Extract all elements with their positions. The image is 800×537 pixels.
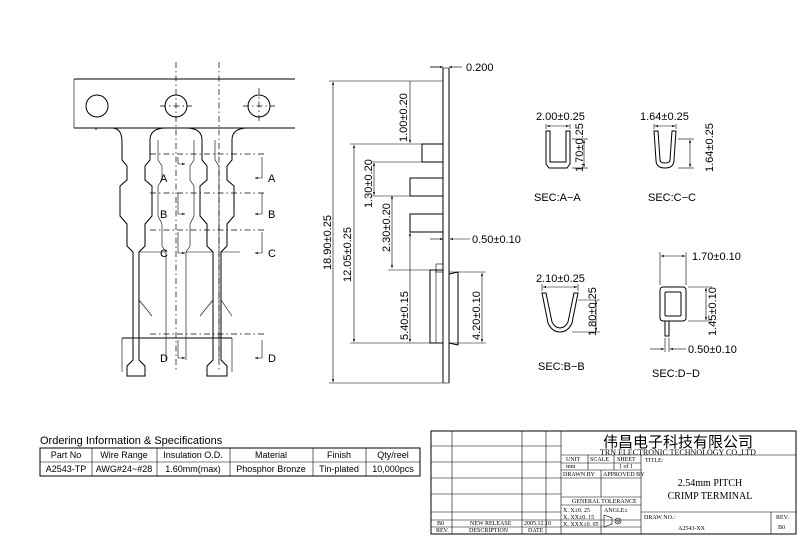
spec-header: Insulation O.D. xyxy=(163,450,223,460)
projection-symbol-icon xyxy=(603,514,622,528)
sec-aa-height: 1.70±0.25 xyxy=(574,123,586,172)
section-label-right: B xyxy=(268,209,275,221)
pilot-hole xyxy=(85,94,109,118)
dim-0200: 0.200 xyxy=(466,62,494,74)
dim-top: 1.00±0.20 xyxy=(398,93,410,142)
section-aa: 2.00±0.25 1.70±0.25 SEC:A−A xyxy=(534,111,588,204)
date-header: DATE xyxy=(528,528,544,534)
sec-cc-height: 1.64±0.25 xyxy=(704,123,716,172)
spec-cell: A2543-TP xyxy=(46,464,87,474)
dim-total: 18.90±0.25 xyxy=(322,215,334,270)
desc-header: DESCRIPTION xyxy=(469,528,509,534)
company-name-cn: 伟昌电子科技有限公司 xyxy=(603,434,753,451)
section-label-left: D xyxy=(160,353,168,365)
section-label-right: A xyxy=(268,173,276,185)
draw-no-label: DRAW NO.: xyxy=(644,515,675,521)
title-block: 伟昌电子科技有限公司 TRN ELECTRONIC TECHNOLOGY CO.… xyxy=(430,430,797,535)
dim-050: 0.50±0.10 xyxy=(472,234,521,246)
unit-value: mm xyxy=(566,464,576,470)
drawing-title-1: 2.54mm PITCH xyxy=(678,478,742,489)
spec-title: Ordering Information & Specifications xyxy=(40,435,223,447)
sheet-value: 1 of 1 xyxy=(619,463,633,470)
sec-dd-width: 1.70±0.10 xyxy=(692,251,741,263)
spec-header: Part No xyxy=(51,450,82,460)
approved-by: APPROVED BY xyxy=(603,472,645,478)
section-bb: 2.10±0.25 1.80±0.25 SEC:B−B xyxy=(536,273,600,373)
section-label-left: A xyxy=(160,173,168,185)
dim-230: 2.30±0.20 xyxy=(381,203,393,252)
section-label-left: C xyxy=(160,248,168,260)
rev-row-desc: NEW RELEASE xyxy=(470,521,512,527)
spec-header: Material xyxy=(255,450,287,460)
sec-cc-label: SEC:C−C xyxy=(648,192,696,204)
spec-cell: 1.60mm(max) xyxy=(165,464,221,474)
section-label-right: C xyxy=(268,248,276,260)
sec-dd-thickness: 0.50±0.10 xyxy=(688,344,737,356)
section-cuts xyxy=(150,153,266,360)
sec-dd-label: SEC:D−D xyxy=(652,368,700,380)
scale-label: SCALE xyxy=(590,457,609,463)
dim-420: 4.20±0.10 xyxy=(471,291,483,340)
sec-aa-width: 2.00±0.25 xyxy=(536,111,585,123)
section-label-left: B xyxy=(160,209,167,221)
sec-bb-width: 2.10±0.25 xyxy=(536,273,585,285)
tolerance-2: X. XX±0. 15 xyxy=(563,515,594,521)
dim-body: 12.05±0.25 xyxy=(342,227,354,282)
company-name-en: TRN ELECTRONIC TECHNOLOGY CO.,LTD xyxy=(600,448,756,457)
rev-header: REV. xyxy=(436,528,449,534)
spec-cell: Phosphor Bronze xyxy=(236,464,306,474)
sec-bb-height: 1.80±0.25 xyxy=(587,287,599,336)
tolerance-1: X. X±0. 25 xyxy=(563,508,590,514)
drawing-title-2: CRIMP TERMINAL xyxy=(668,491,753,502)
side-view: 0.200 18.90±0.25 12.05±0.25 1.00±0.20 1.… xyxy=(322,62,521,384)
unit-label: UNIT xyxy=(566,457,581,463)
terminal-outline-right xyxy=(214,127,295,372)
rev-label: REV. xyxy=(776,515,789,521)
terminal-outline-middle xyxy=(138,127,214,372)
spec-header: Finish xyxy=(327,450,351,460)
section-cc: 1.64±0.25 1.64±0.25 SEC:C−C xyxy=(640,111,716,204)
section-dd: 1.70±0.10 1.45±0.10 0.50±0.10 SEC:D−D xyxy=(650,251,741,380)
rev-value: B0 xyxy=(778,525,785,531)
sec-dd-height: 1.45±0.10 xyxy=(707,287,719,336)
terminal-outline-left xyxy=(74,127,134,372)
draw-no: A2543-XX xyxy=(678,526,706,532)
tolerance-3: X. XXX±0. 05 xyxy=(563,522,599,528)
sec-cc-width: 1.64±0.25 xyxy=(640,111,689,123)
drawn-by: DRAWN BY xyxy=(563,472,596,478)
spec-cell: AWG#24~#28 xyxy=(96,464,152,474)
title-label: TITLE: xyxy=(645,458,664,464)
spec-table: Ordering Information & Specifications Pa… xyxy=(39,435,421,477)
sheet-label: SHEET xyxy=(617,457,636,463)
general-tolerance: GENERAL TOLERANCE xyxy=(572,499,637,505)
angle-tolerance: ANGLE± xyxy=(604,508,628,514)
dim-130: 1.30±0.20 xyxy=(363,159,375,208)
spec-cell: 10,000pcs xyxy=(372,464,414,474)
spec-header: Wire Range xyxy=(100,450,148,460)
rev-row-date: 2005.12.10 xyxy=(524,521,551,527)
spec-cell: Tin-plated xyxy=(319,464,359,474)
dim-540: 5.40±0.15 xyxy=(399,291,411,340)
section-label-right: D xyxy=(268,353,276,365)
rev-row-rev: B0 xyxy=(437,521,444,527)
spec-header: Qty/reel xyxy=(377,450,409,460)
sec-aa-label: SEC:A−A xyxy=(534,192,581,204)
sec-bb-label: SEC:B−B xyxy=(538,361,585,373)
strip-view: A B C D A B C D xyxy=(73,62,295,377)
